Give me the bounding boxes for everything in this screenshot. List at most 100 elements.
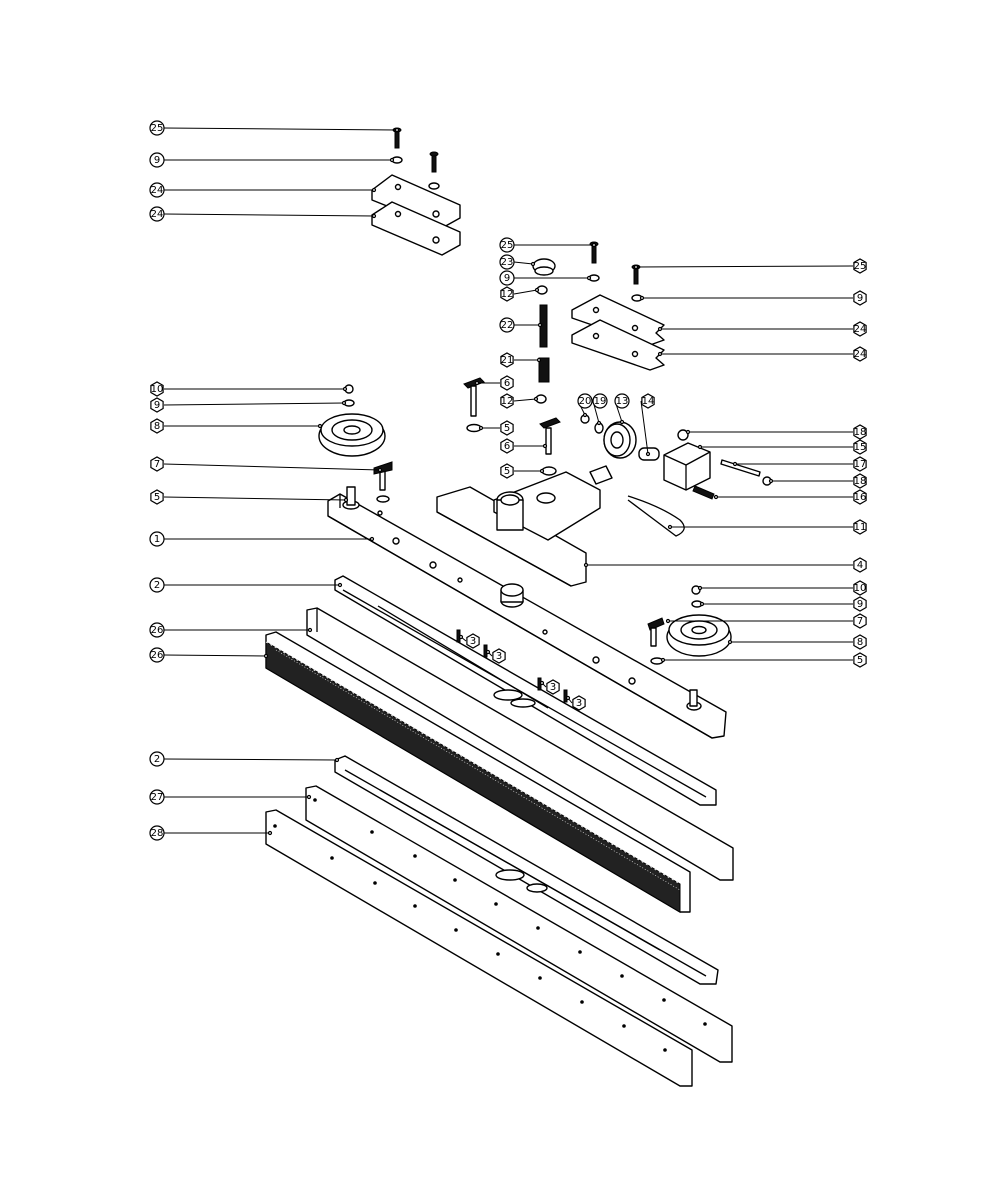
callout-bubble bbox=[853, 473, 867, 489]
callout-number: 13 bbox=[616, 396, 629, 407]
callout-number: 26 bbox=[151, 625, 164, 636]
callout-number: 3 bbox=[550, 682, 556, 693]
callout-bubble bbox=[499, 254, 515, 270]
callout-number: 20 bbox=[579, 396, 592, 407]
pivot-wheel-group bbox=[580, 414, 660, 461]
callout-number: 28 bbox=[151, 828, 164, 839]
callout-11: 11 bbox=[667, 519, 867, 535]
callout-4: 4 bbox=[583, 557, 867, 573]
callout-17: 17 bbox=[732, 456, 867, 472]
callout-18: 18 bbox=[685, 424, 867, 440]
callout-10: 10 bbox=[150, 381, 348, 397]
callout-leader bbox=[513, 289, 538, 295]
callout-number: 2 bbox=[154, 754, 160, 765]
clip-18-upper bbox=[677, 429, 689, 441]
callout-3: 3 bbox=[565, 695, 586, 711]
callout-leader-dot bbox=[539, 680, 545, 686]
callout-bubble bbox=[853, 346, 867, 362]
callout-bubble bbox=[149, 751, 165, 767]
callout-leader bbox=[163, 463, 381, 471]
callout-leader-dot bbox=[699, 601, 705, 607]
callout-22: 22 bbox=[499, 317, 543, 333]
callout-leader-dot bbox=[458, 634, 464, 640]
callout-bubble bbox=[853, 557, 867, 573]
callout-number: 10 bbox=[151, 384, 164, 395]
callout-leader-dot bbox=[619, 419, 625, 425]
callout-number: 5 bbox=[504, 423, 510, 434]
callout-bubble bbox=[500, 375, 514, 391]
callout-bubble bbox=[577, 393, 593, 409]
callout-leader-dot bbox=[306, 794, 312, 800]
callout-bubble bbox=[853, 580, 867, 596]
callout-leader-dot bbox=[337, 582, 343, 588]
callout-bubble bbox=[149, 182, 165, 198]
callout-bubble bbox=[853, 321, 867, 337]
callout-number: 9 bbox=[154, 155, 160, 166]
callout-number: 27 bbox=[151, 792, 164, 803]
callout-bubble bbox=[641, 393, 655, 409]
callout-leader-dot bbox=[369, 536, 375, 542]
callout-number: 9 bbox=[857, 293, 863, 304]
callout-bubble bbox=[149, 825, 165, 841]
callout-number: 12 bbox=[501, 289, 514, 300]
washer-5-left bbox=[376, 495, 390, 503]
callout-13: 13 bbox=[614, 393, 630, 425]
callout-25: 25 bbox=[499, 237, 597, 253]
center-knobs bbox=[463, 377, 561, 476]
callout-bubble bbox=[546, 679, 560, 695]
callout-leader-dot bbox=[267, 830, 273, 836]
callout-2: 2 bbox=[149, 577, 343, 593]
blade-holder-2-lower bbox=[334, 755, 719, 985]
callout-leader-dot bbox=[657, 351, 663, 357]
callout-leader-dot bbox=[660, 657, 666, 663]
center-head-4 bbox=[436, 465, 613, 587]
blade-28 bbox=[265, 809, 693, 1087]
callout-leader bbox=[513, 398, 537, 402]
main-frame-1 bbox=[327, 486, 727, 739]
callout-number: 9 bbox=[504, 273, 510, 284]
callout-bubble bbox=[853, 424, 867, 440]
bolt-small bbox=[431, 154, 437, 173]
callout-14: 14 bbox=[640, 393, 655, 457]
callout-bubble bbox=[492, 648, 506, 664]
callout-number: 24 bbox=[151, 185, 164, 196]
callout-leader-dot bbox=[697, 585, 703, 591]
callout-leader-dot bbox=[530, 261, 536, 267]
callout-leader-dot bbox=[341, 400, 347, 406]
callout-23: 23 bbox=[499, 254, 536, 270]
hairpin-11 bbox=[627, 495, 685, 537]
callout-1: 1 bbox=[149, 531, 375, 547]
callout-bubble bbox=[499, 317, 515, 333]
callout-bubble bbox=[150, 418, 164, 434]
knob-6-lower bbox=[539, 417, 561, 429]
callout-leader-dot bbox=[533, 396, 539, 402]
callout-9: 9 bbox=[149, 152, 395, 168]
callout-25: 25 bbox=[633, 258, 867, 274]
callout-5: 5 bbox=[478, 420, 514, 436]
callout-leader-dot bbox=[657, 326, 663, 332]
callout-7: 7 bbox=[665, 613, 867, 629]
rubber-strip-26 bbox=[306, 607, 734, 881]
bolt-25-center bbox=[591, 244, 597, 264]
callout-number: 22 bbox=[501, 320, 514, 331]
callout-leader-dot bbox=[582, 412, 588, 418]
callout-bubble bbox=[149, 206, 165, 222]
knob-7-right bbox=[647, 617, 665, 631]
callout-leader bbox=[640, 400, 649, 455]
callout-number: 7 bbox=[857, 616, 863, 627]
callout-bubble bbox=[149, 789, 165, 805]
callout-number: 15 bbox=[854, 442, 867, 453]
callout-bubble bbox=[500, 463, 514, 479]
callout-18: 18 bbox=[768, 473, 867, 489]
callout-bubble bbox=[149, 647, 165, 663]
callout-27: 27 bbox=[149, 789, 312, 805]
callout-layer: 2592424252391222212592424109875161256520… bbox=[149, 120, 867, 841]
bolt-16 bbox=[692, 485, 715, 500]
callout-5: 5 bbox=[660, 652, 867, 668]
callout-bubble bbox=[853, 596, 867, 612]
callout-leader-dot bbox=[667, 524, 673, 530]
callout-bubble bbox=[149, 152, 165, 168]
callout-7: 7 bbox=[150, 456, 383, 473]
callout-6: 6 bbox=[474, 375, 514, 391]
